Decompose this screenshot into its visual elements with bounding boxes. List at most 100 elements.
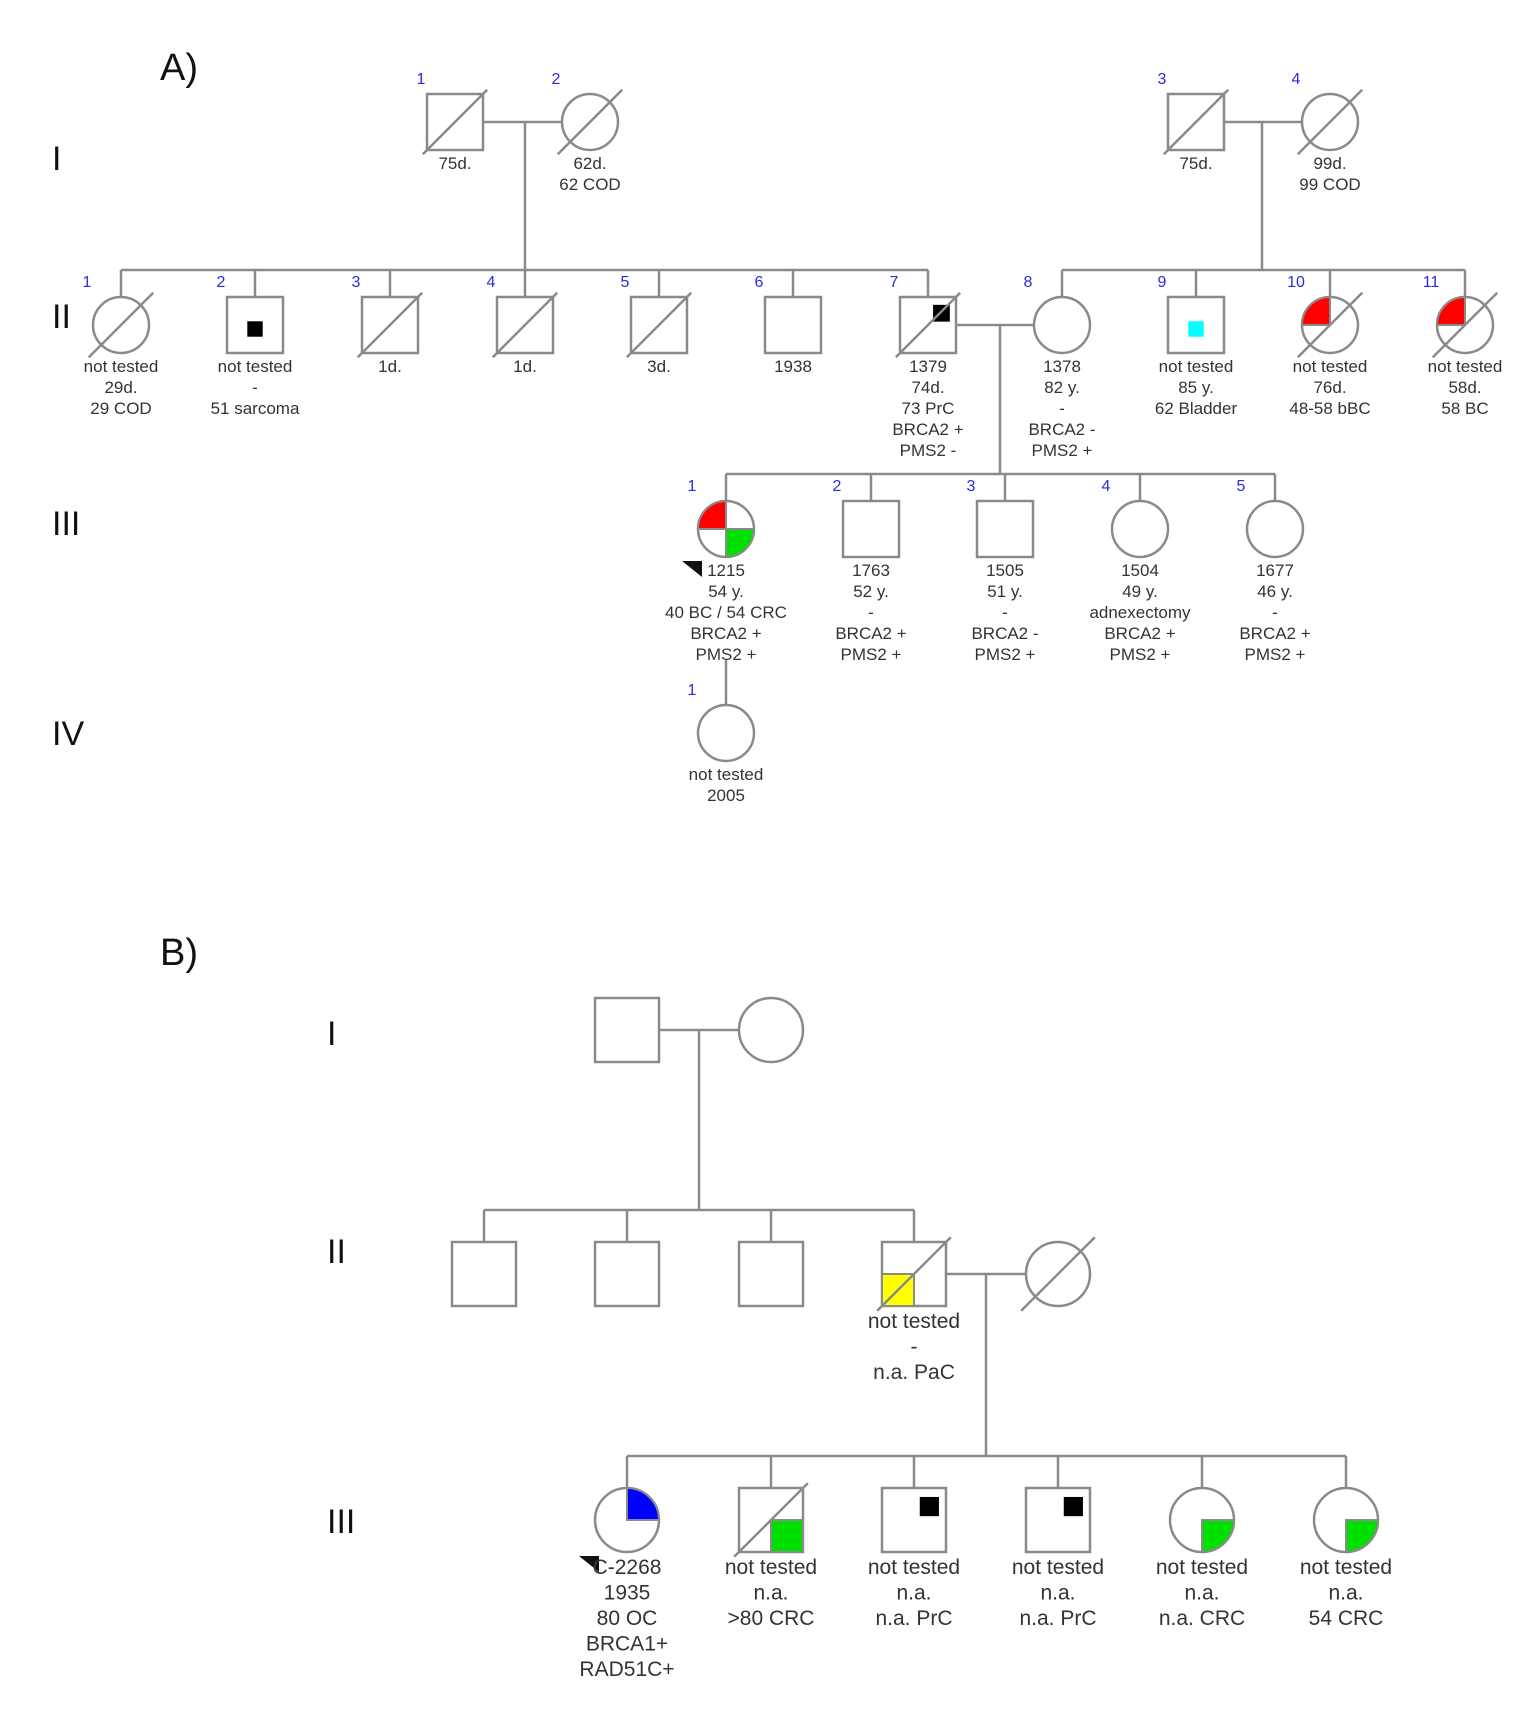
individual-label: 1d. <box>513 357 537 376</box>
deceased-slash <box>876 1236 952 1312</box>
individual-label: PMS2 - <box>900 441 957 460</box>
deceased-slash <box>87 291 155 359</box>
individual-label: 1d. <box>378 357 402 376</box>
deceased-slash <box>625 291 693 359</box>
male-symbol <box>841 499 901 559</box>
female-symbol <box>737 996 805 1064</box>
deceased-slash <box>1296 88 1364 156</box>
individual-number: 3 <box>352 274 361 291</box>
individual-a-i-2 <box>556 88 624 156</box>
individual-label: not tested <box>1159 357 1234 376</box>
individual-label: >80 CRC <box>728 1607 815 1630</box>
phenotype-mark-black <box>919 1496 939 1517</box>
individual-b-iii-4 <box>1024 1486 1092 1554</box>
individual-b-iii-5 <box>1168 1486 1236 1554</box>
individual-label: not tested <box>84 357 159 376</box>
individual-label: 29d. <box>104 378 137 397</box>
individual-label: - <box>868 603 874 622</box>
deceased-slash <box>1162 88 1230 156</box>
generation-label-iii: III <box>327 1503 355 1541</box>
individual-label: 51 y. <box>987 582 1023 601</box>
individual-label: n.a. <box>753 1582 788 1605</box>
individual-number: 11 <box>1423 274 1440 291</box>
individual-label: not tested <box>725 1556 817 1579</box>
individual-label: C-2268 <box>593 1556 662 1579</box>
generation-label-ii: II <box>52 298 71 336</box>
proband-arrow <box>579 1556 599 1572</box>
individual-a-ii-11 <box>1431 291 1499 359</box>
panel-label: B) <box>160 932 198 974</box>
individuals <box>87 88 1499 1572</box>
individual-label: 51 sarcoma <box>211 399 300 418</box>
relationship-lines <box>119 120 1467 1488</box>
individual-label: n.a. CRC <box>1159 1607 1245 1630</box>
individual-label: PMS2 + <box>841 645 902 664</box>
male-symbol <box>737 1240 805 1308</box>
male-symbol <box>593 1240 661 1308</box>
generation-label-i: I <box>327 1015 336 1053</box>
individual-a-ii-1 <box>87 291 155 359</box>
individual-label: not tested <box>1012 1556 1104 1579</box>
female-symbol <box>1032 295 1092 355</box>
deceased-slash <box>356 291 424 359</box>
individual-number: 9 <box>1158 274 1167 291</box>
individual-b-ii-2 <box>593 1240 661 1308</box>
individual-number: 8 <box>1024 274 1033 291</box>
individual-b-i-2 <box>737 996 805 1064</box>
individual-label: PMS2 + <box>1032 441 1093 460</box>
individual-label: 1215 <box>707 561 745 580</box>
individual-label: 75d. <box>438 154 471 173</box>
individual-label: not tested <box>218 357 293 376</box>
individual-label: BRCA2 + <box>690 624 761 643</box>
individual-label: 75d. <box>1179 154 1212 173</box>
individual-label: 1935 <box>604 1582 651 1605</box>
individual-label: 48-58 bBC <box>1289 399 1370 418</box>
individual-label: not tested <box>1428 357 1503 376</box>
individual-a-iii-1 <box>682 499 756 577</box>
individual-a-iii-2 <box>841 499 901 559</box>
individual-label: 62 Bladder <box>1155 399 1238 418</box>
individual-b-ii-3 <box>737 1240 805 1308</box>
individual-number: 4 <box>1292 71 1301 88</box>
individual-label: - <box>1272 603 1278 622</box>
female-symbol <box>1245 499 1305 559</box>
individual-label: 1504 <box>1121 561 1159 580</box>
individual-label: PMS2 + <box>1110 645 1171 664</box>
individual-label: n.a. PrC <box>875 1607 952 1630</box>
phenotype-quadrant-green <box>1345 1519 1380 1554</box>
individual-label: 54 y. <box>708 582 744 601</box>
male-symbol <box>1024 1486 1092 1554</box>
individual-number: 1 <box>417 71 426 88</box>
generation-label-iii: III <box>52 505 80 543</box>
proband-arrow <box>682 561 702 577</box>
individual-label: 58d. <box>1448 378 1481 397</box>
male-symbol <box>450 1240 518 1308</box>
individual-b-ii-5 <box>1020 1236 1096 1312</box>
individual-label: 1763 <box>852 561 890 580</box>
individual-number: 4 <box>487 274 496 291</box>
individual-number: 6 <box>755 274 764 291</box>
individual-a-ii-7 <box>894 291 962 359</box>
deceased-slash <box>894 291 962 359</box>
individual-label: 62 COD <box>559 175 620 194</box>
individual-label: not tested <box>689 765 764 784</box>
individual-b-iii-2 <box>733 1482 809 1558</box>
individual-a-ii-9 <box>1166 295 1226 355</box>
individual-label: - <box>252 378 258 397</box>
individual-a-ii-10 <box>1296 291 1364 359</box>
deceased-slash <box>1431 291 1499 359</box>
individual-number: 2 <box>217 274 226 291</box>
phenotype-quadrant-green <box>770 1519 804 1553</box>
individual-label: 29 COD <box>90 399 151 418</box>
individual-label: 46 y. <box>1257 582 1293 601</box>
phenotype-quadrant-red <box>1435 295 1466 326</box>
individual-label: 82 y. <box>1044 378 1080 397</box>
generation-label-i: I <box>52 140 61 178</box>
individual-label: n.a. <box>1184 1582 1219 1605</box>
individual-label: BRCA2 + <box>1239 624 1310 643</box>
individual-a-ii-4 <box>491 291 559 359</box>
deceased-slash <box>421 88 489 156</box>
individual-number: 1 <box>688 682 697 699</box>
individual-label: not tested <box>868 1310 960 1333</box>
phenotype-mark-black <box>247 321 263 337</box>
